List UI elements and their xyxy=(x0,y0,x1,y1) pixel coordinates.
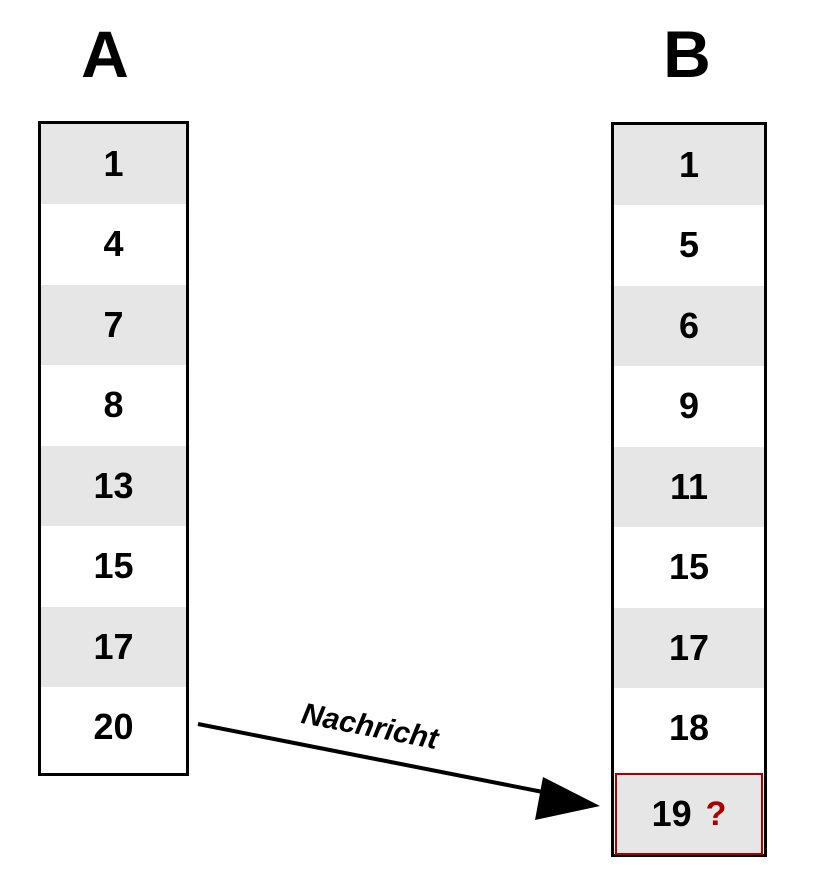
cell-value: 6 xyxy=(678,305,700,346)
column-b-cell: 6 xyxy=(614,286,764,366)
column-b: 1 5 6 9 11 15 17 18 19 ? xyxy=(611,122,767,857)
column-a-cell: 20 xyxy=(41,687,186,767)
column-a-cell: 4 xyxy=(41,204,186,284)
cell-value: 18 xyxy=(668,707,710,748)
cell-value: 1 xyxy=(678,144,700,185)
column-b-cell: 11 xyxy=(614,447,764,527)
cell-value: 4 xyxy=(103,223,124,264)
cell-value: 7 xyxy=(103,304,124,345)
cell-value: 1 xyxy=(103,143,124,184)
column-a-cell: 13 xyxy=(41,446,186,526)
cell-value: 15 xyxy=(93,545,134,586)
column-a-cell: 7 xyxy=(41,285,186,365)
arrowhead-icon xyxy=(535,777,600,820)
column-a-cell: 17 xyxy=(41,607,186,687)
column-b-cell: 18 xyxy=(614,688,764,768)
cell-value: 17 xyxy=(668,627,710,668)
column-b-cell: 9 xyxy=(614,366,764,446)
question-mark: ? xyxy=(705,794,727,833)
arrow-shaft xyxy=(197,722,549,795)
column-a: 1 4 7 8 13 15 17 20 xyxy=(38,121,189,776)
column-b-title: B xyxy=(663,17,711,91)
cell-value: 11 xyxy=(669,466,709,507)
cell-value: 20 xyxy=(93,706,134,747)
column-b-cell: 15 xyxy=(614,527,764,607)
pending-cell: 19 ? xyxy=(615,773,763,855)
cell-value: 13 xyxy=(93,465,134,506)
cell-value: 9 xyxy=(678,385,700,426)
column-a-cell: 1 xyxy=(41,124,186,204)
column-a-cell: 15 xyxy=(41,526,186,606)
column-b-cell: 17 xyxy=(614,608,764,688)
pending-value: 19 xyxy=(651,793,692,834)
column-a-title: A xyxy=(81,17,129,91)
column-b-cell: 1 xyxy=(614,125,764,205)
column-b-cell: 5 xyxy=(614,205,764,285)
column-a-cell: 8 xyxy=(41,365,186,445)
cell-value: 5 xyxy=(678,224,700,265)
cell-value: 17 xyxy=(93,626,134,667)
cell-value: 15 xyxy=(668,546,710,587)
cell-value: 8 xyxy=(103,384,124,425)
